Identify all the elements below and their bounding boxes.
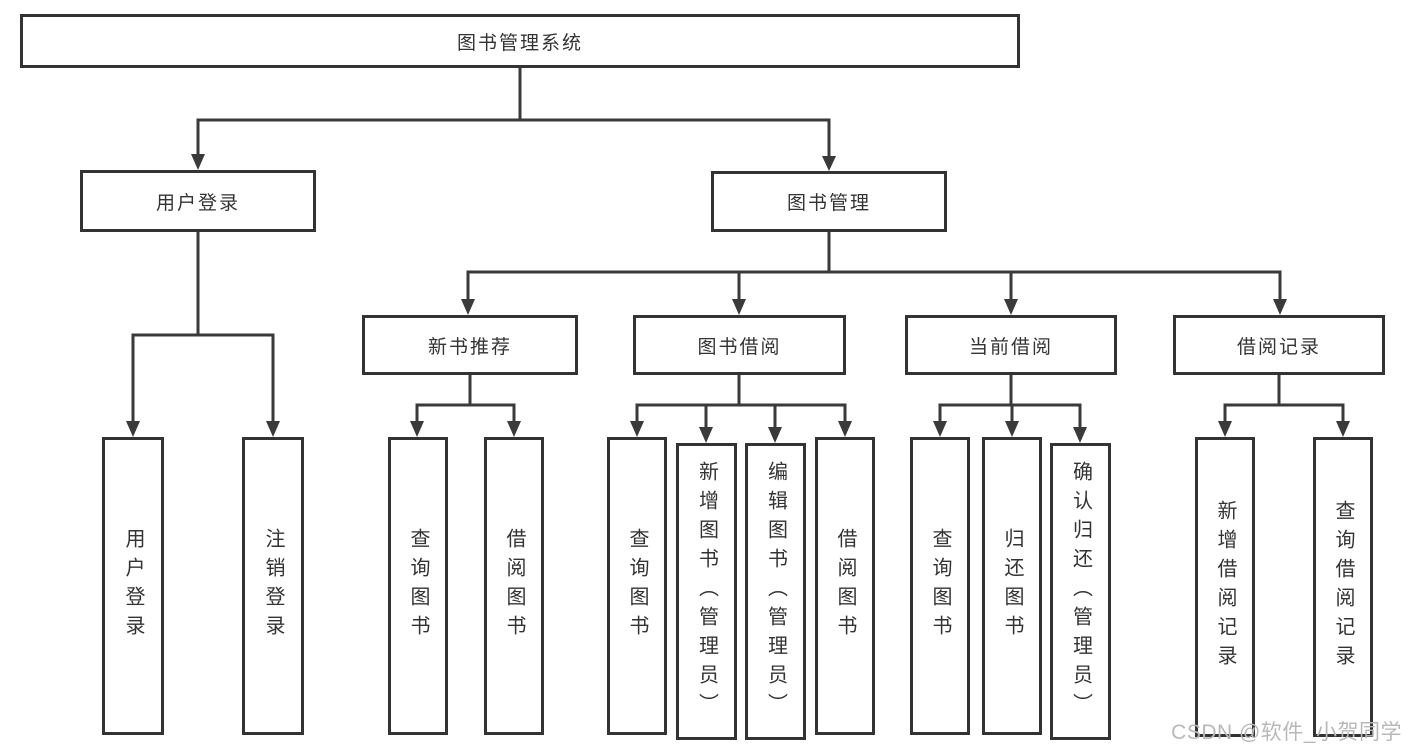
node-root-system: 图书管理系统 bbox=[20, 14, 1020, 68]
connector-new-book-branch bbox=[410, 375, 521, 437]
leaf-add-borrow-record: 新增借阅记录 bbox=[1195, 437, 1255, 737]
node-current-borrowing: 当前借阅 bbox=[905, 315, 1117, 375]
leaf-logout: 注销登录 bbox=[242, 437, 304, 735]
connector-book-borrow-branch bbox=[630, 375, 852, 443]
leaf-return-book: 归还图书 bbox=[982, 437, 1042, 735]
leaf-query-books-borrowing: 查询图书 bbox=[607, 437, 667, 735]
connector-user-login-branch bbox=[126, 232, 280, 437]
leaf-edit-book-admin: 编辑图书（管理员） bbox=[745, 443, 806, 740]
node-user-login: 用户登录 bbox=[80, 170, 316, 232]
node-book-borrowing: 图书借阅 bbox=[633, 315, 846, 375]
leaf-user-login: 用户登录 bbox=[102, 437, 164, 735]
leaf-add-book-admin: 新增图书（管理员） bbox=[676, 443, 737, 740]
node-new-book-recommend: 新书推荐 bbox=[362, 315, 578, 375]
node-book-management: 图书管理 bbox=[711, 171, 947, 232]
csdn-watermark: CSDN @软件_小贺同学 bbox=[1171, 721, 1402, 744]
leaf-query-books-recommend: 查询图书 bbox=[388, 437, 448, 735]
connector-current-borrow-branch bbox=[933, 375, 1087, 443]
leaf-borrow-books-borrowing: 借阅图书 bbox=[815, 437, 875, 735]
connector-borrow-records-branch bbox=[1218, 375, 1350, 437]
leaf-query-borrow-record: 查询借阅记录 bbox=[1313, 437, 1373, 737]
leaf-borrow-books-recommend: 借阅图书 bbox=[484, 437, 544, 735]
leaf-confirm-return-admin: 确认归还（管理员） bbox=[1050, 443, 1111, 740]
node-borrowing-records: 借阅记录 bbox=[1173, 315, 1385, 375]
leaf-query-books-current: 查询图书 bbox=[910, 437, 970, 735]
connector-book-mgmt-branch bbox=[461, 232, 1287, 315]
connector-root-to-level2 bbox=[191, 68, 836, 171]
